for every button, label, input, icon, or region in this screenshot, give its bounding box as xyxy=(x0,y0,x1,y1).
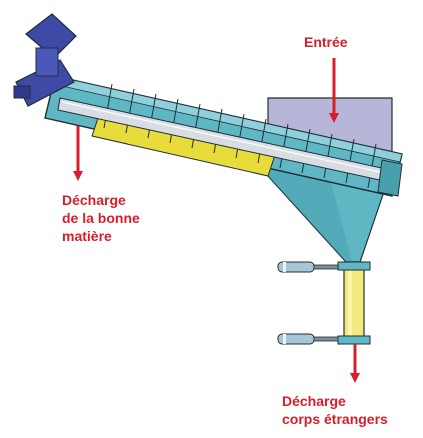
inlet-label: Entrée xyxy=(304,33,348,51)
end-bearing xyxy=(377,159,403,197)
good-material-label-line-3: matière xyxy=(62,228,112,244)
good-material-label: Décharge de la bonne matière xyxy=(62,191,140,245)
drive-motor xyxy=(13,13,77,107)
lower-gate-valve xyxy=(277,333,339,345)
good-material-label-line-2: de la bonne xyxy=(62,210,140,226)
inclined-screw-trough xyxy=(44,75,403,197)
foreign-matter-pipe xyxy=(337,261,371,345)
inlet-label-text: Entrée xyxy=(304,34,348,50)
foreign-matter-label: Décharge corps étrangers xyxy=(282,392,388,428)
foreign-matter-label-line-2: corps étrangers xyxy=(282,411,388,427)
upper-gate-valve xyxy=(277,261,339,273)
good-material-label-line-1: Décharge xyxy=(62,192,126,208)
foreign-matter-label-line-1: Décharge xyxy=(282,393,346,409)
